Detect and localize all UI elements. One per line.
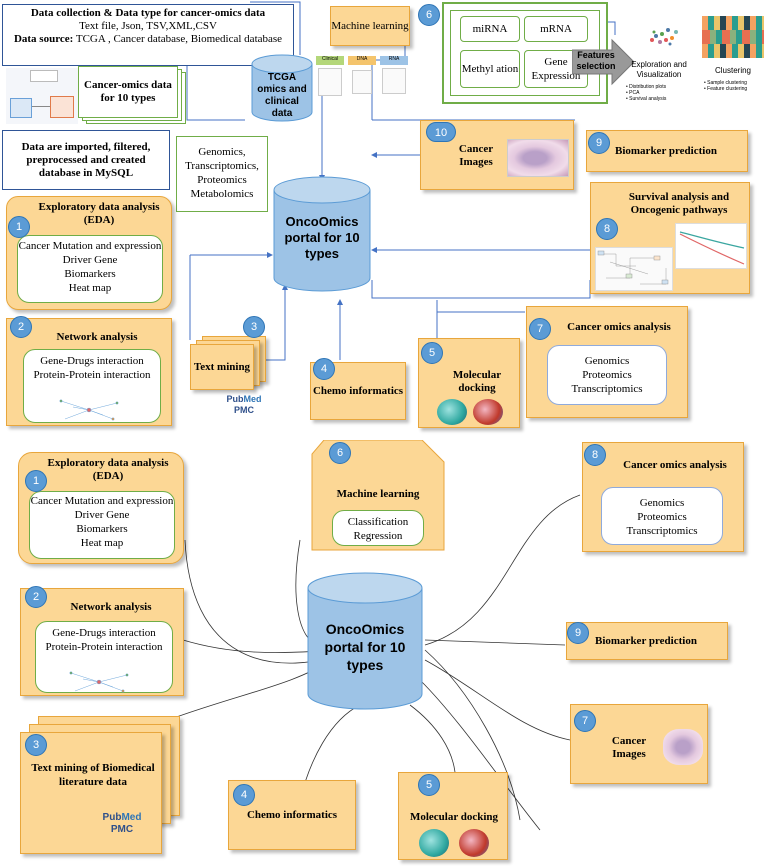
ml-cell-mrna: mRNA [524, 16, 588, 42]
cancer-omics-badge-bottom: 8 [584, 444, 606, 466]
chemo-badge-bottom: 4 [233, 784, 255, 806]
eda-badge-bottom: 1 [25, 470, 47, 492]
biomarker-badge-bottom: 9 [567, 622, 589, 644]
pubmed-logo-top: PubMed PMC [226, 394, 262, 415]
cancer-omics-data-stack: Cancer-omics data for 10 types [78, 66, 188, 126]
exploration-panel: Exploration and Visualization • Distribu… [622, 8, 696, 108]
clustering-bullet: • Sample clustering [704, 80, 747, 86]
pubmed-logo-bottom: PubMed PMC [102, 812, 142, 835]
portal-label-bottom: OncoOmics portal for 10 types [324, 621, 406, 673]
ml-cell-methylation: Methyl ation [460, 50, 520, 88]
docking-badge-bottom: 5 [418, 774, 440, 796]
ml-cell-mirna: miRNA [460, 16, 520, 42]
data-imported-box: Data are imported, filtered, preprocesse… [2, 130, 170, 190]
clustering-bullet: • Feature clustering [704, 86, 748, 92]
survival-curve-thumbnail [675, 223, 747, 269]
portal-label-top: OncoOmics portal for 10 types [284, 214, 360, 261]
eda-box-top: Exploratory data analysis (EDA) Cancer M… [6, 196, 172, 310]
network-graph-thumbnail [69, 671, 129, 693]
data-collection-box: Data collection & Data type for cancer-o… [2, 4, 294, 66]
data-collection-title: Data collection & Data type for cancer-o… [30, 7, 266, 19]
data-types-line: Text file, Json, TSV,XML,CSV [79, 20, 217, 32]
text-mining-label-top: Text mining [190, 344, 254, 390]
tcga-label: TCGA omics and clinical data [257, 72, 307, 119]
omics-types-box: Genomics, Transcriptomics, Proteomics Me… [176, 136, 268, 212]
cancer-omics-badge-top: 7 [529, 318, 551, 340]
cancer-omics-items-top: Genomics Proteomics Transcriptomics [547, 345, 667, 405]
network-box-top: Network analysis Gene-Drugs interaction … [6, 318, 172, 426]
molecule-icon [419, 829, 449, 857]
survival-badge-top: 8 [596, 218, 618, 240]
protein-icon [473, 399, 503, 425]
portal-cylinder-top: OncoOmics portal for 10 types [272, 176, 372, 294]
eda-items-top: Cancer Mutation and expression Driver Ge… [17, 235, 163, 303]
network-items-top: Gene-Drugs interaction Protein-Protein i… [23, 349, 161, 423]
exploration-bullet: • PCA [626, 90, 640, 96]
clustering-panel: Clustering • Sample clustering • Feature… [700, 6, 766, 106]
text-mining-badge-top: 3 [243, 316, 265, 338]
data-source-line: Data source: TCGA , Cancer database, Bio… [13, 33, 283, 45]
biomarker-badge-top: 9 [588, 132, 610, 154]
cancer-omics-box-bottom: Cancer omics analysis Genomics Proteomic… [582, 442, 744, 552]
network-items-bottom: Gene-Drugs interaction Protein-Protein i… [35, 621, 173, 693]
network-graph-thumbnail [59, 399, 119, 421]
cancer-omics-box-top: Cancer omics analysis Genomics Proteomic… [526, 306, 688, 418]
database-schema-thumbnail [6, 68, 78, 124]
ml-box-bottom: Machine learning Classification Regressi… [310, 440, 446, 552]
eda-box-bottom: Exploratory data analysis (EDA) Cancer M… [18, 452, 184, 564]
cancer-omics-items-bottom: Genomics Proteomics Transcriptomics [601, 487, 723, 545]
exploration-bullet: • Survival analysis [626, 96, 667, 102]
portal-cylinder-bottom: OncoOmics portal for 10 types [306, 572, 424, 712]
eda-badge-top: 1 [8, 216, 30, 238]
images-badge-bottom: 7 [574, 710, 596, 732]
tcga-tabs-thumbnail: Clinical DNA RNA [316, 56, 412, 98]
eda-items-bottom: Cancer Mutation and expression Driver Ge… [29, 491, 175, 559]
images-badge-top: 10 [426, 122, 456, 142]
network-badge-top: 2 [10, 316, 32, 338]
features-selection-arrow: Features selection [571, 38, 635, 86]
ml-badge-bottom: 6 [329, 442, 351, 464]
docking-box-bottom: Molecular docking [398, 772, 508, 860]
network-box-bottom: Network analysis Gene-Drugs interaction … [20, 588, 184, 696]
molecule-icon [437, 399, 467, 425]
biomarker-box-bottom: Biomarker prediction [566, 622, 728, 660]
heatmap-thumbnail [702, 16, 764, 58]
protein-icon [459, 829, 489, 857]
biomarker-box-top: Biomarker prediction [586, 130, 748, 172]
survival-box-top: Survival analysis and Oncogenic pathways [590, 182, 750, 294]
text-mining-stack-top: Text mining [190, 336, 270, 392]
ml-top-badge: 6 [418, 4, 440, 26]
histology-image-top [507, 139, 569, 177]
pathway-diagram-thumbnail [595, 247, 673, 291]
cancer-omics-data-label: Cancer-omics data for 10 types [78, 66, 178, 118]
ml-top-box: Machine learning [330, 6, 410, 46]
docking-badge-top: 5 [421, 342, 443, 364]
tcga-cylinder: TCGA omics and clinical data [250, 54, 314, 122]
network-badge-bottom: 2 [25, 586, 47, 608]
chemo-badge-top: 4 [313, 358, 335, 380]
pca-plot-thumbnail [640, 14, 686, 52]
ml-items-bottom: Classification Regression [332, 510, 424, 546]
histology-image-bottom [663, 729, 703, 765]
text-mining-stack-bottom: Text mining of Biomedical literature dat… [20, 716, 186, 862]
text-mining-badge-bottom: 3 [25, 734, 47, 756]
exploration-bullet: • Distribution plots [626, 84, 667, 90]
